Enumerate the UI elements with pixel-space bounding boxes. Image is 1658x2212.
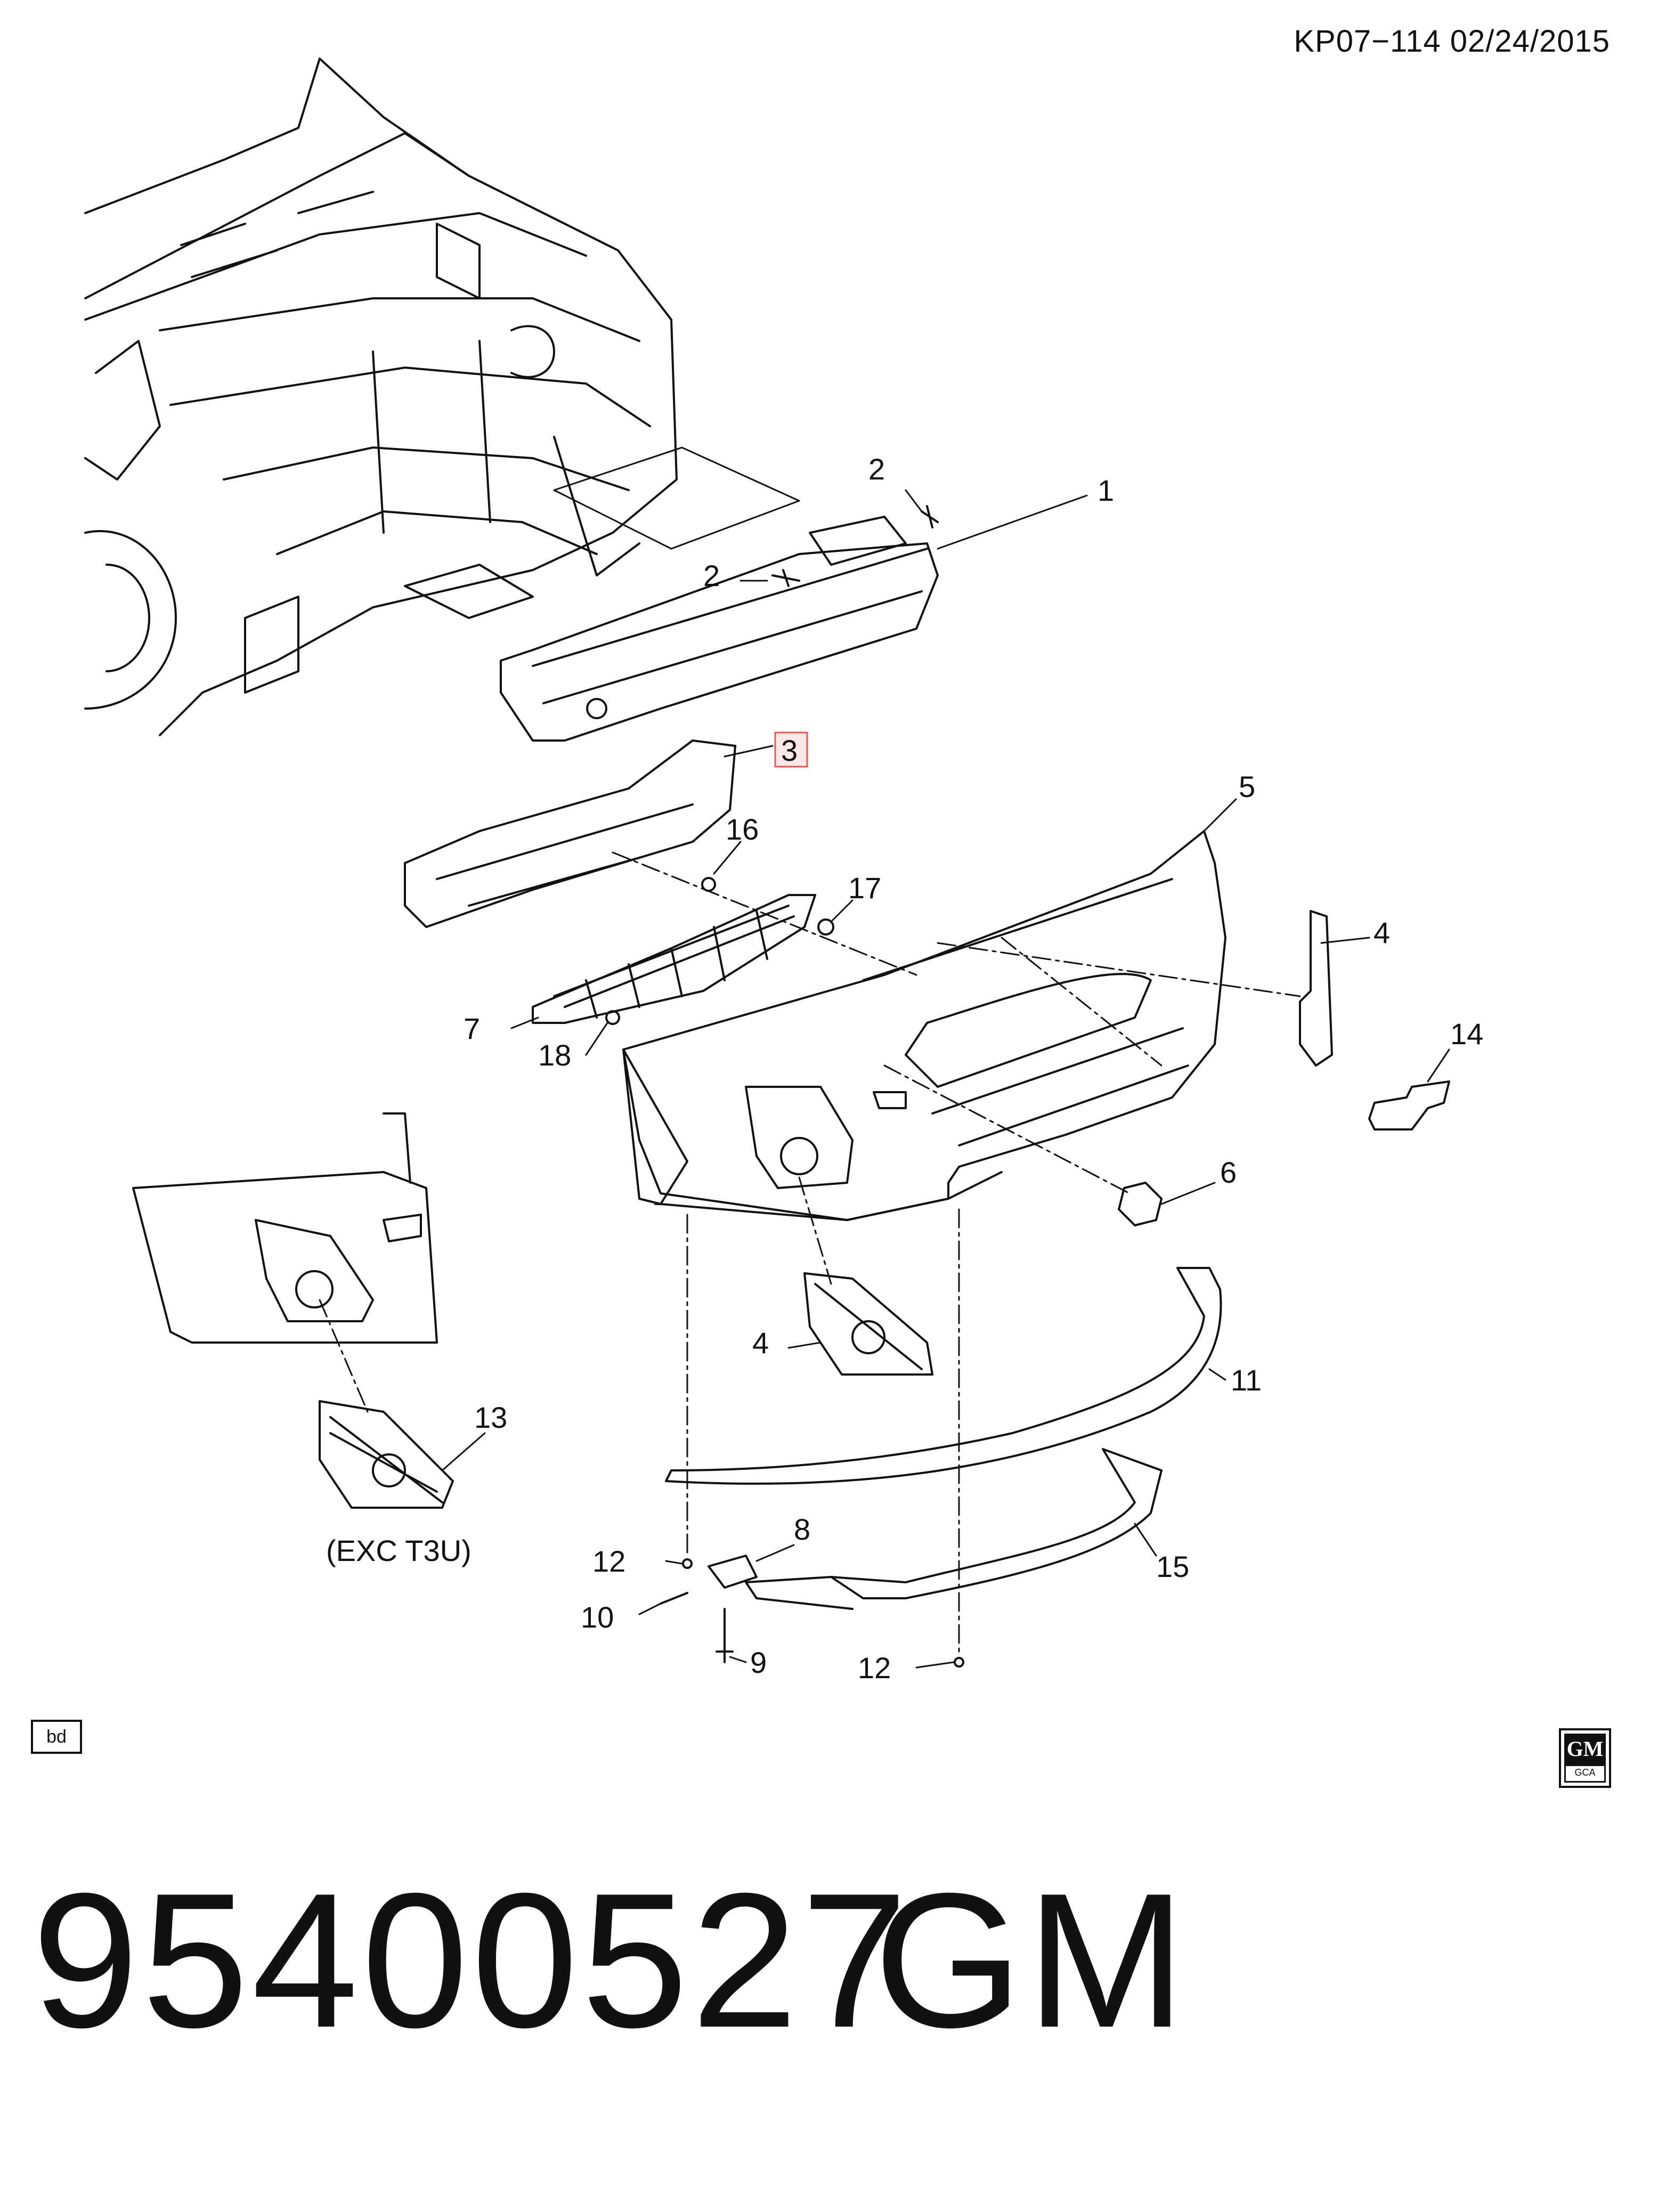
callout-2-lower: 2 [703, 559, 720, 592]
bolt-part-2 [771, 505, 939, 587]
note-exc-t3u: (EXC T3U) [326, 1534, 472, 1567]
vehicle-front-structure [84, 58, 678, 736]
gm-gca-logo: GM GCA [1559, 1728, 1611, 1788]
fog-lamp-bezel-4 [803, 1272, 933, 1376]
brand-name: GM [874, 1853, 1189, 2068]
fasteners [605, 877, 964, 1668]
part-number: 95400527 [32, 1853, 911, 2068]
impact-bar [500, 516, 939, 742]
callout-10: 10 [581, 1600, 614, 1634]
callout-7: 7 [464, 1012, 480, 1045]
callout-15: 15 [1156, 1550, 1189, 1583]
corner-box-bd: bd [31, 1720, 82, 1754]
grille [532, 894, 816, 1024]
alignment-lines [319, 851, 1301, 1658]
callout-12-upper: 12 [592, 1544, 625, 1578]
callout-11: 11 [1231, 1363, 1262, 1397]
callout-6: 6 [1220, 1156, 1237, 1189]
lower-air-deflector [745, 1448, 1163, 1610]
callout-1: 1 [1098, 474, 1114, 507]
callout-5: 5 [1239, 770, 1255, 803]
side-bracket-4 [1299, 910, 1333, 1067]
callout-3-highlight [774, 731, 808, 768]
lower-molding [665, 1267, 1222, 1485]
callout-3: 3 [781, 734, 798, 767]
callout-16: 16 [726, 812, 759, 846]
callout-12-lower: 12 [858, 1651, 891, 1685]
bracket-8 [708, 1555, 758, 1589]
callout-2-upper: 2 [868, 452, 885, 486]
callout-14: 14 [1450, 1017, 1483, 1051]
callout-4-bezel: 4 [752, 1326, 769, 1360]
callout-13: 13 [474, 1401, 507, 1434]
callout-8: 8 [794, 1512, 810, 1546]
leader-lines [441, 489, 1450, 1669]
callout-4-side: 4 [1373, 916, 1390, 949]
energy-absorber [404, 739, 736, 928]
callout-18: 18 [538, 1038, 571, 1072]
fog-lamp-bezel-13 [319, 1400, 454, 1509]
callout-17: 17 [848, 871, 881, 905]
gm-logo-top: GM [1564, 1734, 1606, 1764]
callout-numbers: 1 2 2 3 5 16 17 4 7 18 14 6 4 11 13 8 15… [326, 452, 1483, 1685]
gm-logo-bottom: GCA [1564, 1764, 1606, 1783]
fascia-variant-exc-t3u [132, 1112, 438, 1344]
callout-9: 9 [750, 1646, 767, 1679]
tow-hook-cover [1118, 1182, 1163, 1226]
fascia-lower-shell [622, 1048, 1003, 1221]
bowtie-emblem [1368, 1080, 1450, 1131]
bumper-fascia [622, 830, 1226, 1221]
diagram-code-date: KP07−114 02/24/2015 [1294, 24, 1610, 59]
